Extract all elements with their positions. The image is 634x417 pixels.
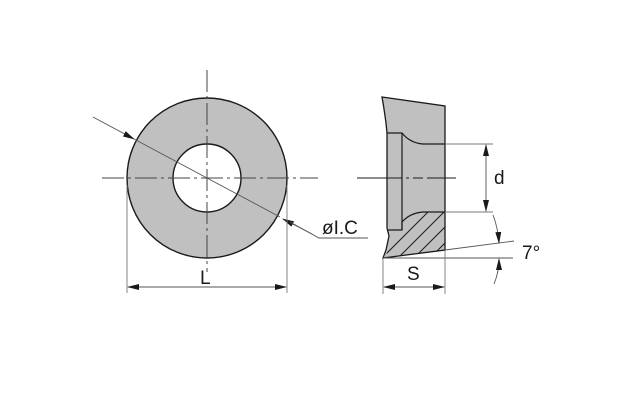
d-label: d bbox=[494, 168, 505, 189]
angle-arc-lower bbox=[493, 258, 502, 285]
angle-reference-line bbox=[444, 240, 515, 251]
angle-arc-upper bbox=[492, 214, 502, 244]
side-view: d 7° S bbox=[357, 96, 540, 294]
hole-bottom-edge bbox=[387, 211, 445, 231]
ic-label-leader bbox=[289, 221, 368, 239]
top-view: øI.C L bbox=[92, 70, 380, 293]
ic-diameter-line bbox=[133, 138, 281, 218]
angle-label: 7° bbox=[522, 243, 540, 264]
l-label: L bbox=[200, 268, 211, 289]
section-hatching bbox=[386, 212, 445, 258]
s-label: S bbox=[407, 264, 420, 285]
ic-leader-in bbox=[92, 116, 135, 140]
ic-label: øI.C bbox=[322, 218, 358, 239]
